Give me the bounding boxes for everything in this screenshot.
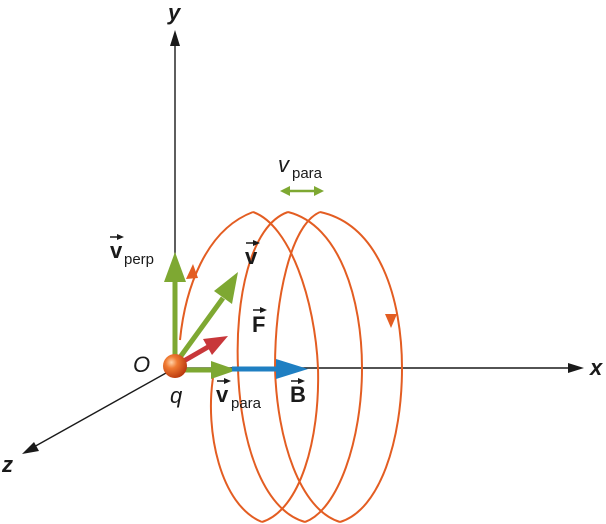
x-axis-label: x	[589, 355, 603, 380]
z-axis-arrowhead	[22, 442, 39, 454]
charge-label: q	[170, 383, 183, 408]
v-vector-head	[214, 272, 238, 304]
f-vector-shaft	[180, 344, 210, 365]
helix-coil-1-left-lower	[209, 377, 263, 523]
v-para-overarrow	[224, 378, 231, 384]
z-axis-line	[31, 367, 176, 449]
helix-coil-3-right	[319, 211, 404, 523]
v-para-label-main: v	[216, 382, 229, 407]
v-label-main: v	[245, 244, 258, 269]
helix-direction-arrow-left	[186, 264, 198, 279]
helix-direction-arrow-right	[385, 314, 397, 328]
b-label-main: B	[290, 382, 306, 407]
y-axis-arrowhead	[170, 30, 180, 46]
x-axis-arrowhead	[568, 363, 584, 373]
z-axis-label: z	[1, 452, 13, 477]
helix-coil-1-left-upper	[179, 211, 254, 341]
charge-particle	[163, 354, 187, 378]
v-para-label: v para	[216, 378, 262, 412]
f-label-main: F	[252, 312, 265, 337]
helix-coil-1-right	[252, 211, 320, 523]
pitch-label-subscript: para	[292, 165, 323, 182]
v-perp-label-main: v	[110, 238, 123, 263]
pitch-double-arrow-right-head	[314, 186, 324, 196]
pitch-label-main: v	[278, 152, 291, 177]
helix-coil-2-right	[287, 211, 364, 523]
v-para-vector-head	[211, 361, 237, 379]
b-vector-head	[276, 359, 308, 379]
y-axis-label: y	[167, 0, 182, 25]
v-para-label-subscript: para	[231, 395, 262, 412]
b-label: B	[290, 378, 306, 407]
f-vector-head	[203, 336, 228, 355]
v-overarrow	[253, 240, 260, 246]
f-label: F	[252, 307, 267, 337]
v-label: v	[245, 240, 260, 269]
pitch-double-arrow-left-head	[280, 186, 290, 196]
v-vector-shaft	[175, 296, 226, 362]
v-perp-overarrow	[117, 234, 124, 240]
origin-label: O	[133, 352, 150, 377]
v-perp-vector-head	[164, 252, 186, 282]
v-perp-label: v perp	[110, 234, 154, 268]
b-overarrow	[298, 378, 305, 384]
f-overarrow	[260, 307, 267, 313]
v-perp-label-subscript: perp	[124, 251, 154, 268]
pitch-label: v para	[278, 152, 323, 182]
